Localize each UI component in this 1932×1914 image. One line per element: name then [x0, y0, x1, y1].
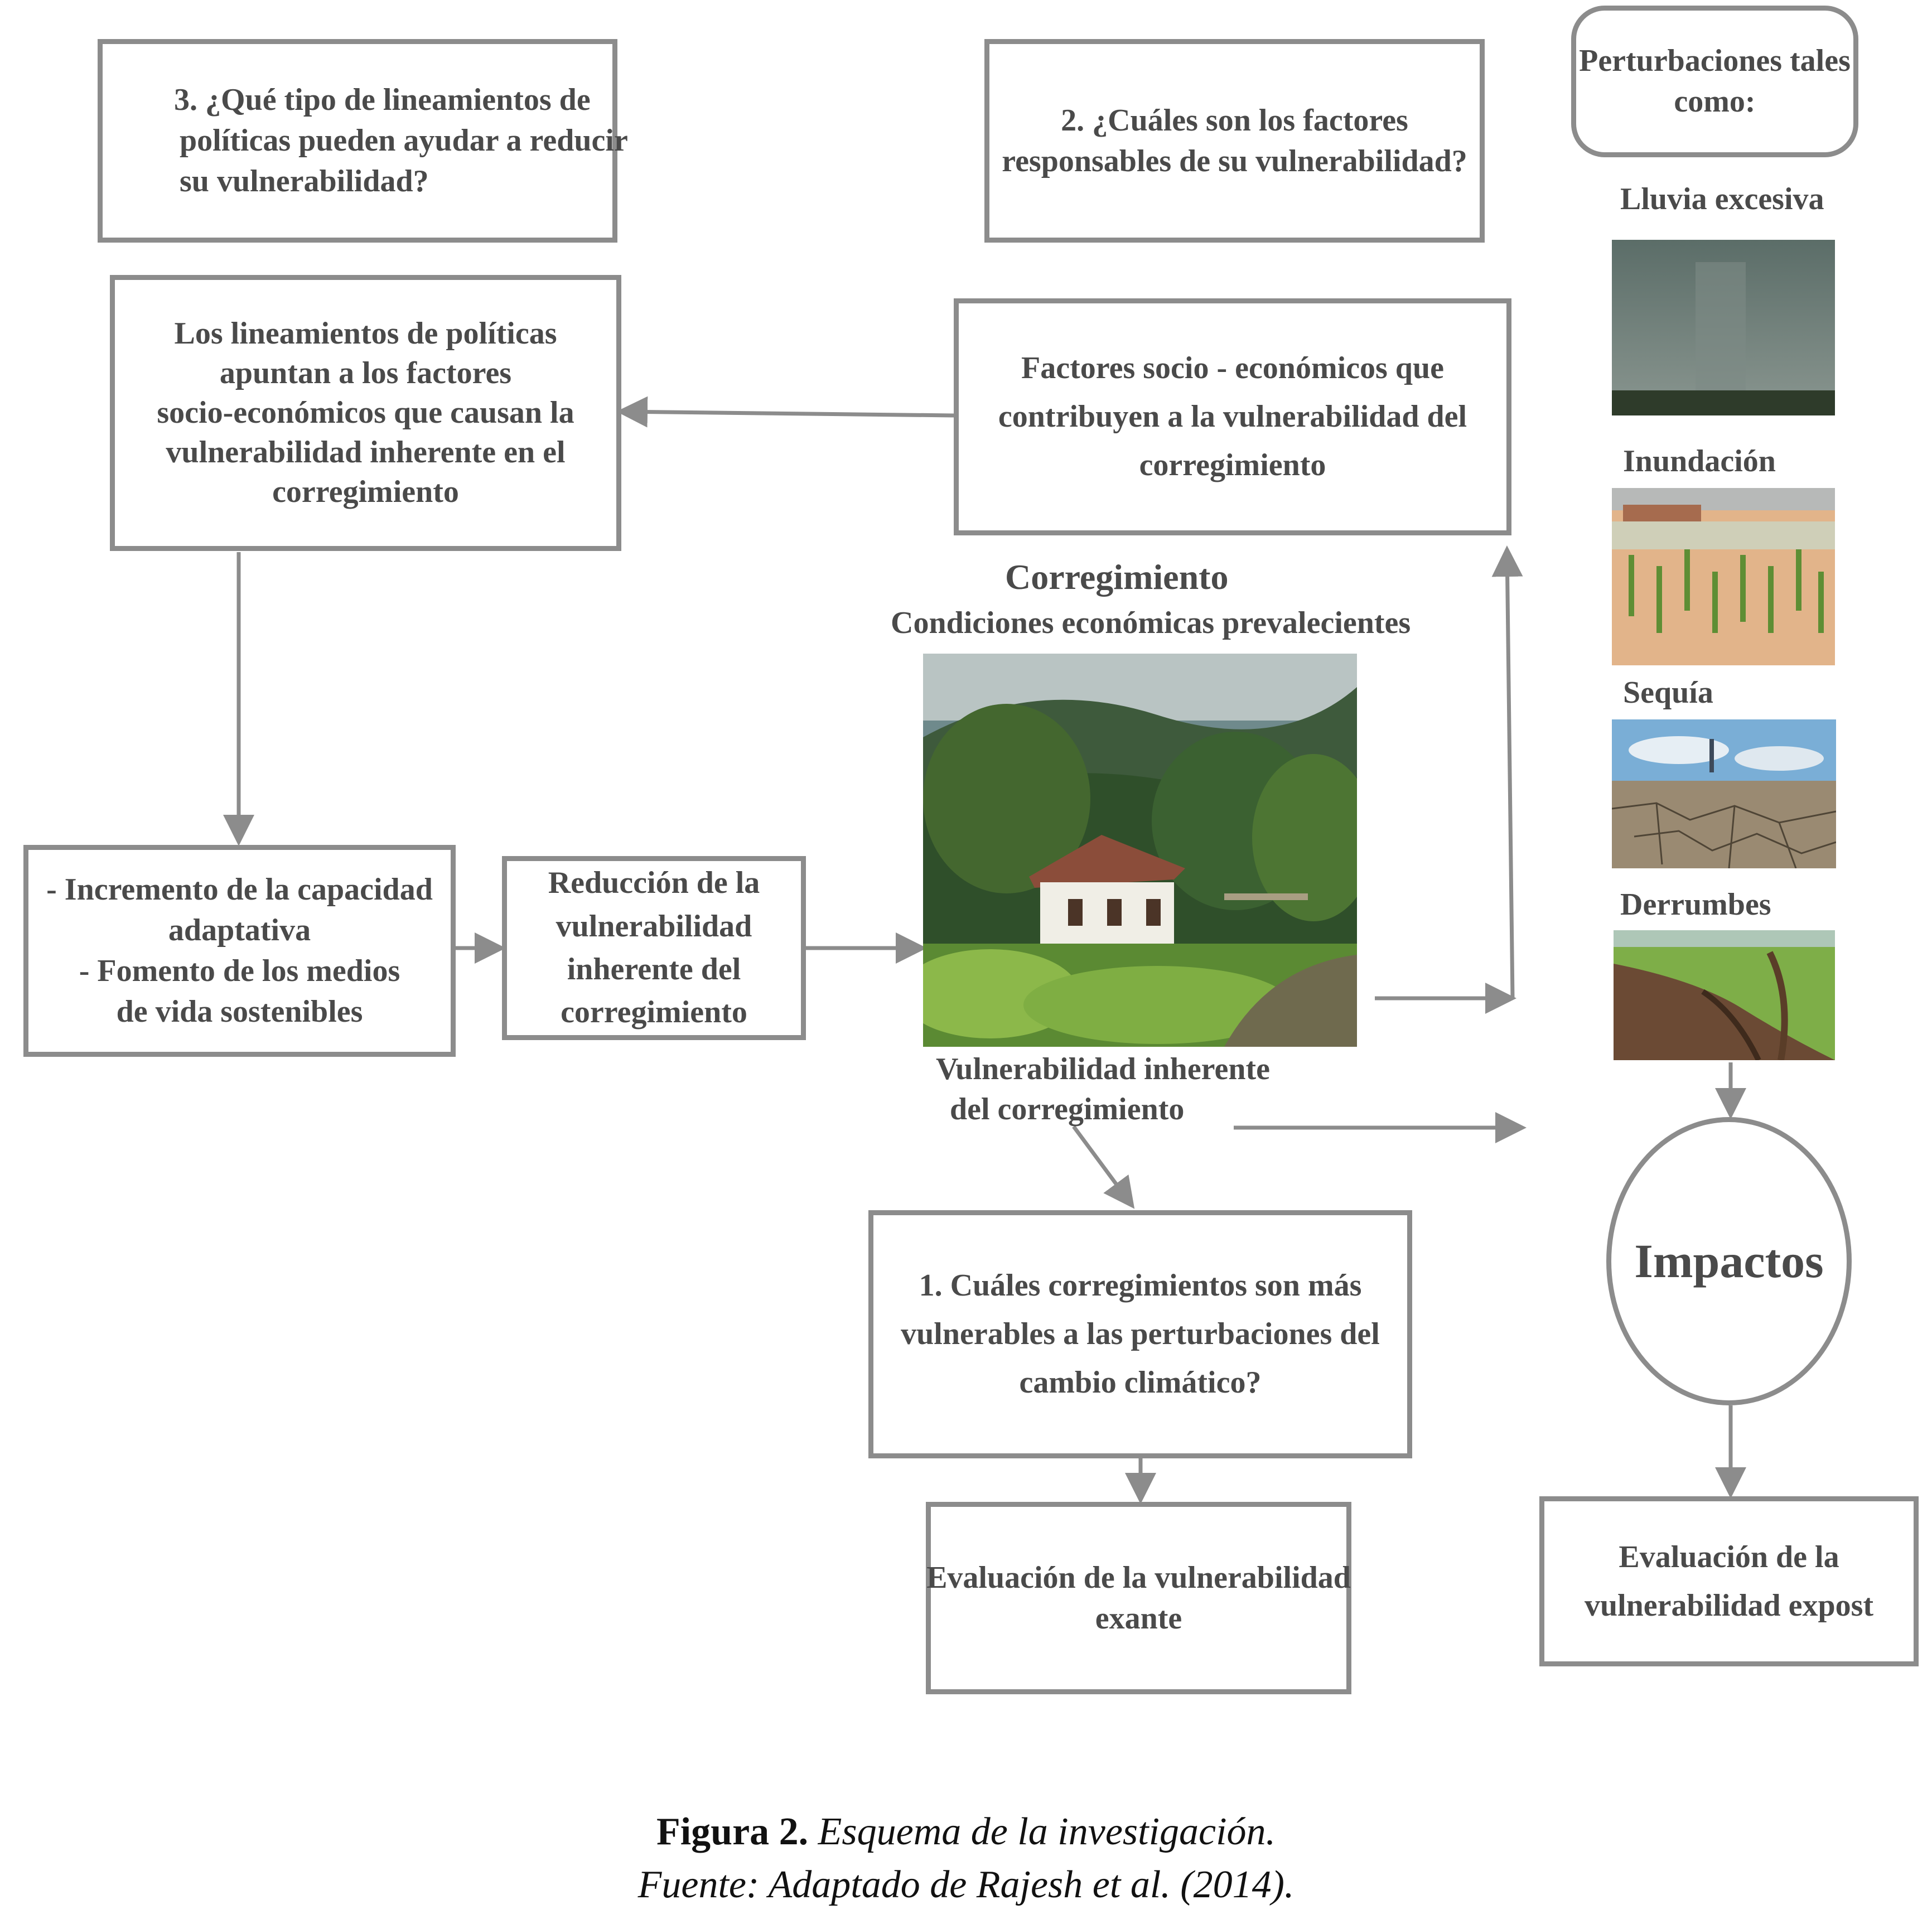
inundacion-photo-art [1612, 488, 1835, 665]
sequia-photo-art [1612, 719, 1836, 868]
question-1-box: 1. Cuáles corregimientos son más vulnera… [868, 1210, 1412, 1458]
question-3-line-2: políticas pueden ayudar a reducir [180, 123, 628, 158]
vulnerabilidad-inherente-line-2: del corregimiento [950, 1092, 1185, 1127]
factores-line-1: Factores socio - económicos que [1021, 351, 1444, 386]
figure-source-text: Fuente: Adaptado de Rajesh et al. (2014)… [637, 1863, 1295, 1906]
derrumbes-photo [1614, 930, 1835, 1060]
perturbaciones-line-2: como: [1674, 84, 1756, 119]
question-2-box: 2. ¿Cuáles son los factores responsables… [984, 39, 1485, 243]
corregimiento-photo-art [923, 654, 1357, 1047]
vulnerabilidad-inherente-line-1: Vulnerabilidad inherente [936, 1052, 1271, 1086]
sequia-photo [1612, 719, 1836, 868]
question-3-line-1: 3. ¿Qué tipo de lineamientos de [174, 83, 591, 118]
reduccion-line-4: corregimiento [561, 995, 747, 1030]
question-3-box: 3. ¿Qué tipo de lineamientos de política… [98, 39, 628, 243]
arrow-factores-to-lineamientos [616, 396, 954, 428]
figure-source: Fuente: Adaptado de Rajesh et al. (2014)… [0, 1863, 1932, 1907]
lineamientos-box: Los lineamientos de políticas apuntan a … [110, 275, 621, 551]
lluvia-photo-art [1612, 240, 1835, 415]
perturbaciones-line-1: Perturbaciones tales [1579, 44, 1851, 79]
derrumbes-label: Derrumbes [1620, 887, 1771, 922]
incremento-box: - Incremento de la capacidad adaptativa … [23, 845, 456, 1057]
derrumbes-photo-art [1614, 930, 1835, 1060]
factores-line-2: contribuyen a la vulnerabilidad del [998, 399, 1467, 434]
exante-line-1: Evaluación de la vulnerabilidad [926, 1560, 1351, 1595]
arrow-up-to-factores [1491, 545, 1523, 999]
lineamientos-line-1: Los lineamientos de políticas [174, 316, 557, 351]
expost-box: Evaluación de la vulnerabilidad expost [1539, 1496, 1919, 1666]
lineamientos-line-2: apuntan a los factores [219, 355, 512, 390]
inundacion-photo [1612, 488, 1835, 665]
corregimiento-photo [923, 654, 1357, 1047]
figure-caption: Figura 2. Esquema de la investigación. [0, 1810, 1932, 1854]
lluvia-label: Lluvia excesiva [1620, 182, 1824, 216]
figure-label: Figura 2. [656, 1810, 809, 1853]
question-2-line-1: 2. ¿Cuáles son los factores [1061, 103, 1408, 138]
lineamientos-line-3: socio-económicos que causan la [157, 395, 574, 430]
lluvia-photo [1612, 240, 1835, 415]
factores-box: Factores socio - económicos que contribu… [954, 298, 1511, 535]
incremento-line-4: de vida sostenibles [116, 994, 363, 1029]
arrow-vulnerabilidad-to-q1 [1072, 1125, 1135, 1209]
reduccion-line-1: Reducción de la [548, 866, 760, 901]
reduccion-box: Reducción de la vulnerabilidad inherente… [502, 856, 806, 1040]
reduccion-line-2: vulnerabilidad [556, 908, 752, 944]
corregimiento-title: Corregimiento [1005, 557, 1229, 597]
reduccion-line-3: inherente del [567, 952, 741, 987]
factores-line-3: corregimiento [1139, 447, 1326, 482]
incremento-line-3: - Fomento de los medios [79, 954, 400, 988]
expost-line-1: Evaluación de la [1619, 1539, 1839, 1574]
figure-title: Esquema de la investigación. [818, 1810, 1276, 1853]
question-1-line-2: vulnerables a las perturbaciones del [901, 1317, 1380, 1352]
perturbaciones-box: Perturbaciones tales como: [1571, 6, 1858, 157]
sequia-label: Sequía [1623, 675, 1713, 710]
corregimiento-subtitle: Condiciones económicas prevalecientes [891, 606, 1411, 640]
question-3-line-3: su vulnerabilidad? [180, 163, 429, 199]
lineamientos-line-5: corregimiento [272, 475, 459, 510]
lineamientos-line-4: vulnerabilidad inherente en el [166, 435, 566, 470]
incremento-line-2: adaptativa [168, 913, 311, 948]
expost-line-2: vulnerabilidad expost [1584, 1588, 1874, 1623]
exante-line-2: exante [1095, 1601, 1182, 1636]
exante-box: Evaluación de la vulnerabilidad exante [926, 1502, 1351, 1694]
impactos-label: Impactos [1634, 1234, 1824, 1288]
inundacion-label: Inundación [1623, 444, 1776, 478]
incremento-line-1: - Incremento de la capacidad [46, 872, 433, 907]
question-1-line-1: 1. Cuáles corregimientos son más [919, 1268, 1362, 1303]
impactos-node: Impactos [1606, 1117, 1852, 1405]
question-2-line-2: responsables de su vulnerabilidad? [1002, 143, 1467, 178]
question-1-line-3: cambio climático? [1019, 1365, 1262, 1400]
